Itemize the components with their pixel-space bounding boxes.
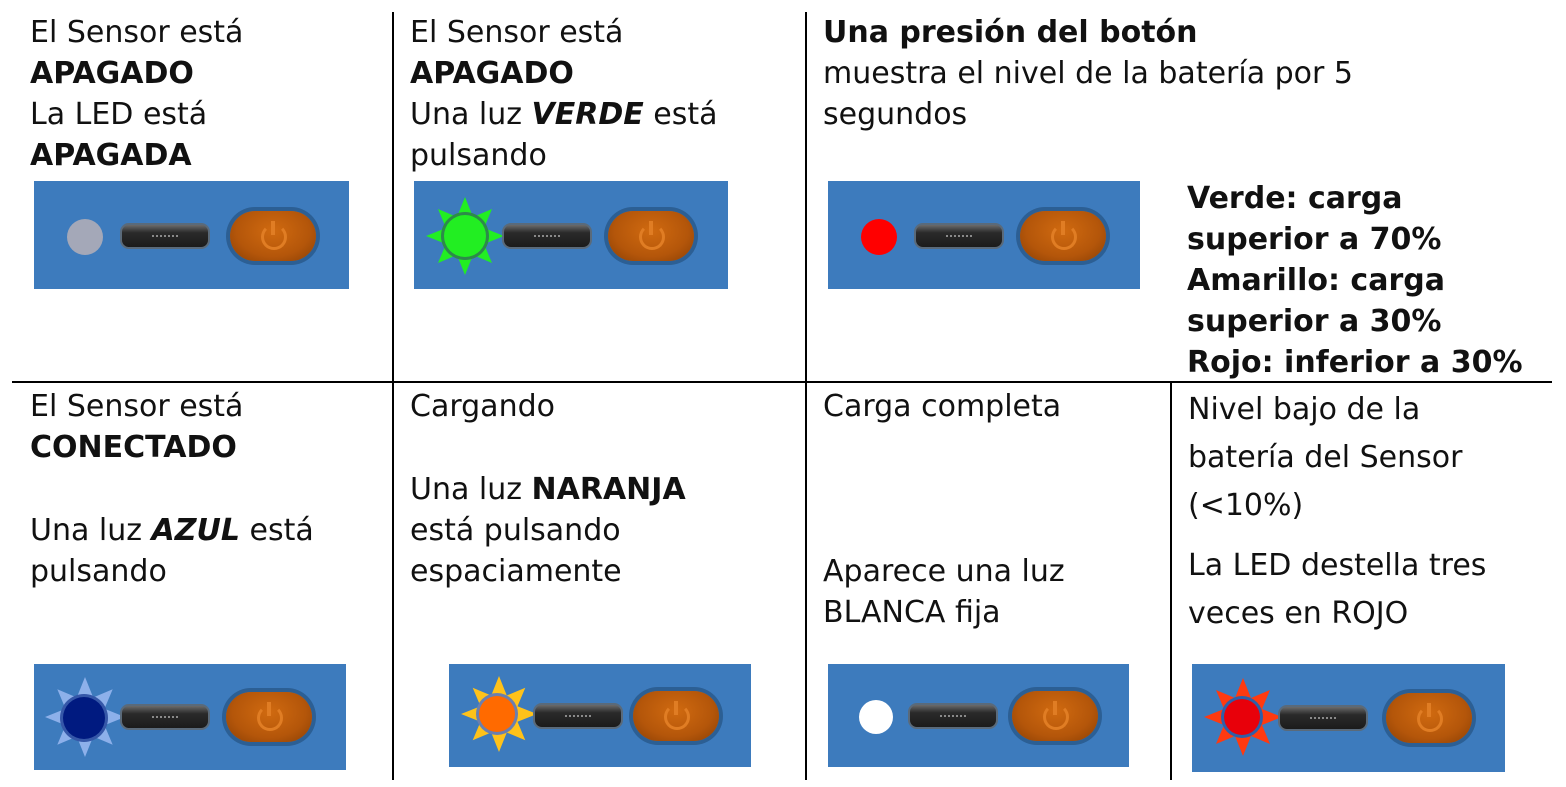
usb-port-icon: [914, 223, 1004, 249]
power-button-icon: [608, 211, 694, 261]
divider-col-2: [805, 12, 807, 780]
cell-connected-line-3-pre: Una luz: [30, 513, 152, 548]
cell-charging-text: Cargando Una luz NARANJA está pulsando e…: [410, 386, 686, 592]
sensor-image-off: [34, 181, 349, 289]
cell-press-title: Una presión del botón: [823, 15, 1198, 50]
usb-port-icon: [502, 223, 592, 249]
cell-green-line-3-post: está: [643, 97, 718, 132]
cell-green-line-3-pre: Una luz: [410, 97, 532, 132]
led-off-icon: [67, 219, 103, 255]
cell-charging-color-word: NARANJA: [531, 472, 686, 507]
cell-full-line-2: Aparece una luz: [823, 554, 1065, 589]
cell-off-line-3: La LED está: [30, 97, 208, 132]
cell-press-text: Una presión del botón muestra el nivel d…: [823, 12, 1353, 135]
cell-connected-line-1: El Sensor está: [30, 389, 244, 424]
cell-off-text: El Sensor está APAGADO La LED está APAGA…: [30, 12, 243, 176]
usb-port-icon: [120, 704, 210, 730]
power-button-icon: [226, 692, 312, 742]
cell-low-line-4: La LED destella tres: [1188, 548, 1487, 583]
cell-charging-line-2-pre: Una luz: [410, 472, 532, 507]
legend-line-2: superior a 70%: [1187, 222, 1442, 257]
cell-full-line-1: Carga completa: [823, 389, 1062, 424]
power-button-icon: [1020, 211, 1106, 261]
cell-full-line-3: BLANCA fija: [823, 595, 1001, 630]
sensor-image-low-battery: [1192, 664, 1505, 772]
cell-press-line-3: segundos: [823, 97, 968, 132]
cell-connected-line-3: Una luz AZUL está: [30, 510, 314, 551]
usb-port-icon: [908, 703, 998, 729]
cell-connected-line-3-post: está: [239, 513, 314, 548]
cell-charging-line-1: Cargando: [410, 389, 555, 424]
legend-line-3: Amarillo: carga: [1187, 263, 1445, 298]
cell-off-line-1: El Sensor está: [30, 15, 244, 50]
cell-charging-line-4: espaciamente: [410, 554, 622, 589]
sensor-image-green: [414, 181, 728, 289]
power-button-icon: [230, 211, 316, 261]
sensor-image-press: [828, 181, 1140, 289]
power-button-icon: [1386, 693, 1472, 743]
cell-green-line-4: pulsando: [410, 138, 547, 173]
led-blue-icon: [63, 697, 105, 739]
cell-off-line-2: APAGADO: [30, 56, 194, 91]
cell-green-line-2: APAGADO: [410, 56, 574, 91]
cell-green-line-1: El Sensor está: [410, 15, 624, 50]
cell-connected-line-2: CONECTADO: [30, 430, 237, 465]
led-green-icon: [444, 215, 486, 257]
cell-press-line-2: muestra el nivel de la batería por 5: [823, 56, 1353, 91]
cell-green-line-3: Una luz VERDE está: [410, 94, 718, 135]
cell-low-line-1: Nivel bajo de la: [1188, 392, 1421, 427]
power-button-icon: [1012, 691, 1098, 741]
power-button-icon: [633, 691, 719, 741]
legend-line-5: Rojo: inferior a 30%: [1187, 345, 1523, 380]
cell-charging-line-3: está pulsando: [410, 513, 621, 548]
sensor-image-charging: [449, 664, 751, 767]
cell-low-text: Nivel bajo de la batería del Sensor (<10…: [1188, 386, 1486, 638]
usb-port-icon: [1278, 705, 1368, 731]
divider-col-1-top: [392, 12, 394, 780]
sensor-image-connected: [34, 664, 346, 770]
sensor-image-full: [828, 664, 1129, 767]
usb-port-icon: [533, 703, 623, 729]
legend-line-4: superior a 30%: [1187, 304, 1442, 339]
battery-level-legend: Verde: carga superior a 70% Amarillo: ca…: [1187, 178, 1523, 383]
cell-connected-text: El Sensor está CONECTADO Una luz AZUL es…: [30, 386, 314, 592]
cell-full-text: Carga completa Aparece una luz BLANCA fi…: [823, 386, 1065, 633]
cell-low-line-5: veces en ROJO: [1188, 596, 1409, 631]
divider-row: [12, 381, 1552, 383]
cell-green-color-word: VERDE: [531, 97, 644, 132]
cell-low-line-3: (<10%): [1188, 488, 1304, 523]
led-lowbattery-icon: [1224, 699, 1260, 735]
cell-green-text: El Sensor está APAGADO Una luz VERDE est…: [410, 12, 718, 176]
usb-port-icon: [120, 223, 210, 249]
cell-connected-color-word: AZUL: [151, 513, 240, 548]
led-white-icon: [859, 700, 893, 734]
cell-charging-line-2: Una luz NARANJA: [410, 469, 686, 510]
cell-low-line-2: batería del Sensor: [1188, 440, 1463, 475]
led-orange-icon: [479, 696, 515, 732]
cell-connected-line-4: pulsando: [30, 554, 167, 589]
legend-line-1: Verde: carga: [1187, 181, 1403, 216]
cell-off-line-4: APAGADA: [30, 138, 192, 173]
divider-col-3-bottom: [1170, 382, 1172, 780]
led-red-icon: [861, 219, 897, 255]
